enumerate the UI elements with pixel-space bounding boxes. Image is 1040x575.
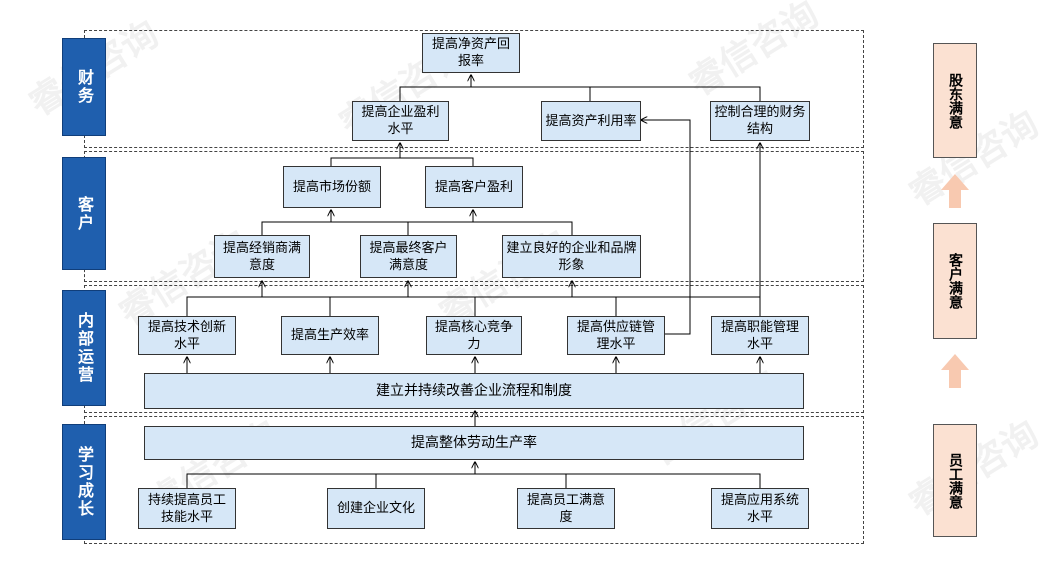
node-profit: 提高企业盈利水平 xyxy=(352,101,449,141)
up-arrow-icon xyxy=(941,354,969,388)
node-fin-structure: 控制合理的财务结构 xyxy=(710,101,810,141)
node-tech: 提高技术创新水平 xyxy=(138,316,236,355)
node-systems: 提高应用系统水平 xyxy=(711,488,809,529)
side-shareholder: 股东满意 xyxy=(933,43,977,158)
node-skills: 持续提高员工技能水平 xyxy=(138,488,236,529)
node-process: 建立并持续改善企业流程和制度 xyxy=(144,373,804,409)
up-arrow-icon xyxy=(941,174,969,208)
node-efficiency: 提高生产效率 xyxy=(281,316,379,355)
node-cust-profit: 提高客户盈利 xyxy=(425,166,523,208)
section-internal: 内部运营 xyxy=(62,290,106,406)
node-asset-util: 提高资产利用率 xyxy=(541,101,641,141)
side-customer: 客户满意 xyxy=(933,223,977,339)
node-emp-sat: 提高员工满意度 xyxy=(517,488,615,529)
node-end-sat: 提高最终客户满意度 xyxy=(360,235,457,278)
side-employee: 员工满意 xyxy=(933,424,977,537)
node-culture: 创建企业文化 xyxy=(327,488,425,529)
section-customer: 客户 xyxy=(62,157,106,270)
section-learning: 学习成长 xyxy=(62,424,106,540)
node-dealer-sat: 提高经销商满意度 xyxy=(214,235,310,278)
node-productivity: 提高整体劳动生产率 xyxy=(144,426,804,460)
node-function: 提高职能管理水平 xyxy=(711,316,809,355)
node-core: 提高核心竞争力 xyxy=(426,316,522,355)
section-finance: 财务 xyxy=(62,38,106,136)
node-market-share: 提高市场份额 xyxy=(283,166,381,208)
node-roe: 提高净资产回报率 xyxy=(422,33,520,73)
node-brand: 建立良好的企业和品牌形象 xyxy=(502,235,641,278)
node-supply: 提高供应链管理水平 xyxy=(567,316,665,355)
